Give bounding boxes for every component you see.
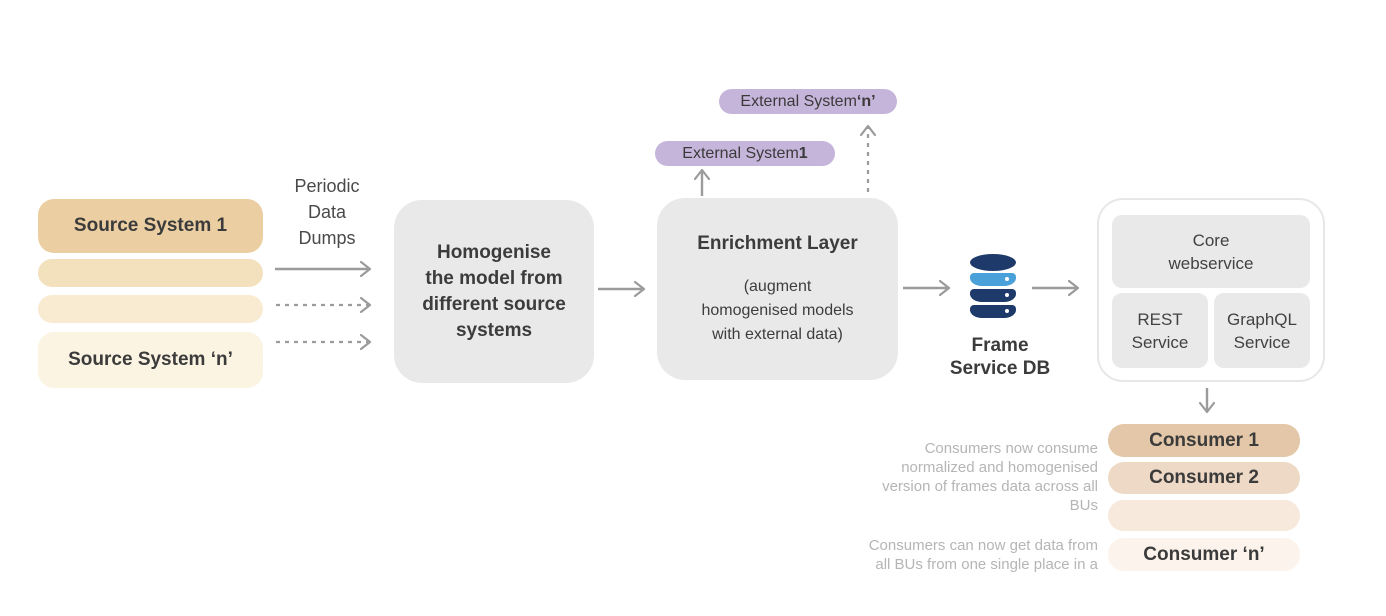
source-system-1-label: Source System 1 <box>73 215 228 236</box>
source-system-n-box: Source System ‘n’ <box>38 332 263 388</box>
homogenise-label: Homogenise the model from different sour… <box>422 241 566 341</box>
external-system-n-badge: External System ‘n’ <box>719 89 897 114</box>
consumers-note-1: Consumers now consume normalized and hom… <box>882 440 1098 514</box>
enrichment-layer-title: Enrichment Layer <box>697 233 858 254</box>
source-system-2-bar <box>38 259 263 287</box>
core-webservice-box: Core webservice <box>1112 215 1310 288</box>
homogenise-box: Homogenise the model from different sour… <box>394 200 594 383</box>
consumer-2-box: Consumer 2 <box>1108 462 1300 494</box>
consumer-3-bar <box>1108 500 1300 531</box>
webservices-container: Core webservice REST Service GraphQL Ser… <box>1097 198 1325 382</box>
consumers-note-2: Consumers can now get data from all BUs … <box>868 537 1098 573</box>
consumer-n-label: Consumer ‘n’ <box>1143 543 1265 565</box>
consumer-2-label: Consumer 2 <box>1149 467 1259 488</box>
graphql-service-box: GraphQL Service <box>1214 293 1310 368</box>
source-system-n-label: Source System ‘n’ <box>68 349 233 370</box>
consumer-1-label: Consumer 1 <box>1149 429 1259 451</box>
database-icon <box>970 254 1016 318</box>
enrichment-layer-subtitle: (augment homogenised models with externa… <box>701 278 854 343</box>
frame-service-db-label: Frame Service DB <box>949 335 1051 379</box>
external-system-1-badge: External System 1 <box>655 141 835 166</box>
enrichment-layer-box: Enrichment Layer (augment homogenised mo… <box>657 198 898 380</box>
source-system-1-box: Source System 1 <box>38 199 263 253</box>
consumer-1-box: Consumer 1 <box>1108 424 1300 457</box>
source-system-3-bar <box>38 295 263 323</box>
periodic-data-dumps-label: Periodic Data Dumps <box>294 176 360 248</box>
rest-service-box: REST Service <box>1112 293 1208 368</box>
consumer-n-box: Consumer ‘n’ <box>1108 538 1300 571</box>
